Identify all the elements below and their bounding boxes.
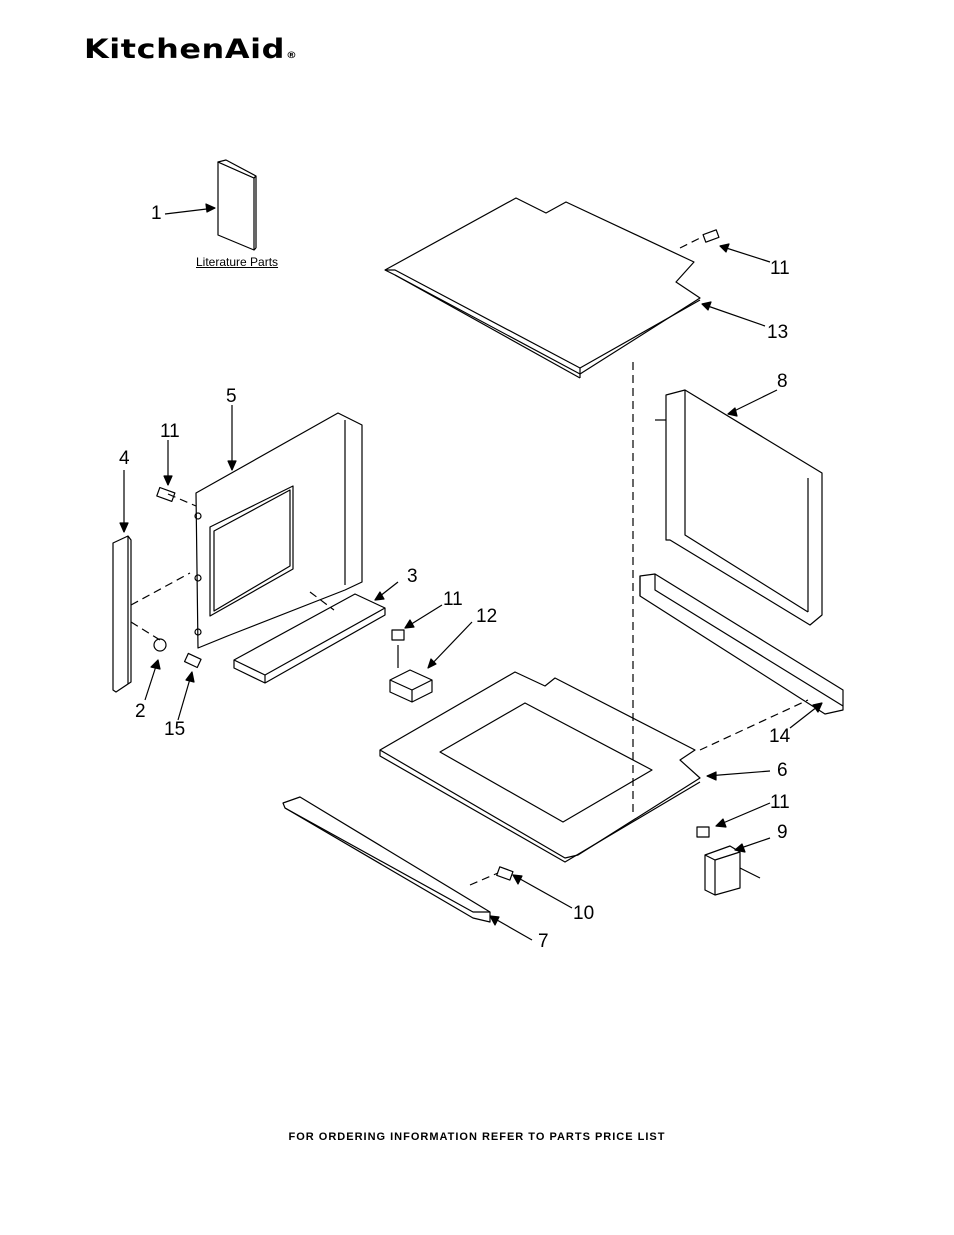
callout-10: 10 [573,903,595,924]
part-5-left-panel [194,412,363,649]
footer-note: FOR ORDERING INFORMATION REFER TO PARTS … [288,1131,666,1143]
screw-10 [496,866,514,881]
callout-5: 5 [226,386,237,407]
callout-1: 1 [151,203,162,224]
screw-11-right [696,826,710,838]
callout-11-left: 11 [160,421,180,442]
callout-11-right: 11 [770,792,790,813]
part-8-right-frame [655,389,823,626]
callout-7: 7 [538,931,549,952]
brand-name: KitchenAid [84,34,285,65]
brand-logo: KitchenAid® [84,34,297,65]
part-12-switch [389,645,433,703]
callout-12: 12 [476,606,498,627]
screw-15 [183,652,202,669]
part-14-rear-rail [639,573,844,715]
callout-8: 8 [777,371,788,392]
part-1-literature-booklet [217,159,257,251]
alignment-lines [130,235,809,886]
literature-parts-label: Literature Parts [196,255,279,269]
callout-13: 13 [767,322,789,343]
callout-6: 6 [777,760,788,781]
part-9-transformer [704,845,761,896]
callout-11-top: 11 [770,258,790,279]
callout-4: 4 [119,448,130,469]
part-4-vertical-strip [112,535,132,693]
callout-14: 14 [769,726,791,747]
callout-2: 2 [135,701,146,722]
callout-3: 3 [407,566,418,587]
leader-arrows [119,203,823,941]
part-13-top-panel [384,197,701,379]
callout-15: 15 [164,719,186,740]
part-6-bottom-panel [379,671,701,863]
nut-2 [153,638,167,652]
screw-11-top [702,229,720,243]
screw-11-middle [391,629,405,641]
part-3-bracket [233,593,386,684]
callout-9: 9 [777,822,788,843]
registered-mark: ® [286,51,298,61]
callout-11-middle: 11 [443,589,463,610]
screw-11-left [156,486,176,503]
part-7-front-trim [282,796,491,923]
